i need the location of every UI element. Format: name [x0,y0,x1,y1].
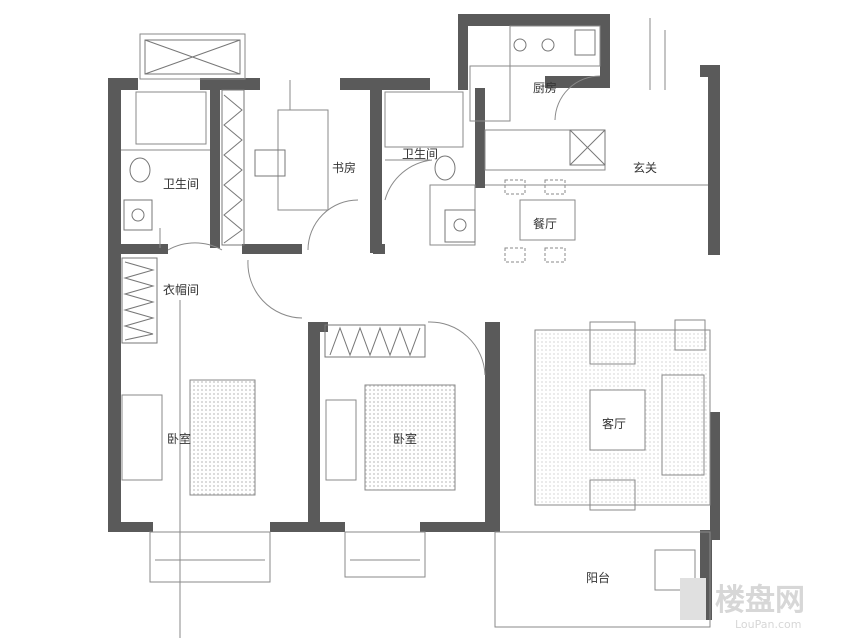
thin-lines [121,18,711,638]
label-kitchen: 厨房 [533,80,557,95]
watermark-logo-icon [680,578,706,620]
hatch-areas [190,330,710,505]
watermark-main: 楼盘网 [715,583,805,618]
room-labels: 卫生间 书房 卫生间 厨房 玄关 餐厅 衣帽间 卧室 卧室 客厅 阳台 [163,80,657,585]
label-dining: 餐厅 [533,216,557,231]
closet-hangers [121,89,426,358]
label-bathroom-right: 卫生间 [402,147,438,161]
label-study: 书房 [332,160,356,175]
walls [108,14,720,620]
fixtures [123,29,606,243]
watermark: 楼盘网 LouPan.com [680,578,805,631]
label-balcony: 阳台 [586,570,610,585]
label-closet: 衣帽间 [163,282,199,297]
door-arcs [167,75,601,376]
label-bedroom-left: 卧室 [167,431,191,446]
label-entrance: 玄关 [633,160,657,175]
label-living: 客厅 [602,416,626,431]
label-bedroom-right: 卧室 [393,431,417,446]
watermark-sub: LouPan.com [735,618,801,631]
label-bathroom-left: 卫生间 [163,177,199,191]
